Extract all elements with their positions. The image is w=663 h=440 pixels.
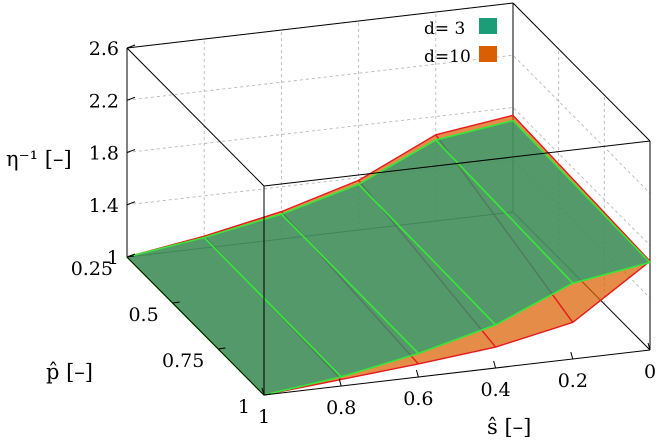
- legend: d= 3 d=10: [424, 18, 497, 67]
- surface-d3-patch: [127, 237, 342, 395]
- z-tick-mark: [126, 44, 136, 49]
- z-tick-mark: [126, 96, 136, 101]
- p-tick-mark: [172, 301, 180, 304]
- axis-box-front: [126, 47, 651, 396]
- p-tick-mark: [218, 347, 226, 350]
- z-axis-label: η⁻¹ [–]: [6, 147, 72, 171]
- legend-swatch-d3: [479, 18, 497, 34]
- p-tick-label: 0.25: [71, 258, 113, 280]
- s-tick-mark: [647, 342, 651, 351]
- surface-d10-mesh-line: [512, 114, 651, 262]
- box-edge-back: [512, 2, 651, 142]
- surface-d3-patch: [204, 214, 419, 377]
- box-edge-front: [263, 349, 651, 396]
- s-tick-mark: [570, 351, 574, 360]
- p-tick-mark: [126, 255, 135, 258]
- s-tick-label: 1: [258, 406, 270, 428]
- s-tick-label: 0.4: [480, 379, 510, 401]
- surface-d3-mesh-line: [203, 236, 342, 378]
- surface-d3-patch: [281, 184, 496, 354]
- surface-d10-boundary: [126, 114, 514, 258]
- legend-swatch-d10: [479, 46, 497, 62]
- surface-d3: [126, 119, 651, 396]
- surface-d3-patch: [435, 120, 650, 284]
- z-tick-mark: [126, 201, 136, 206]
- surface-d3-mesh-line: [358, 183, 497, 326]
- z-tick-label: 2.6: [89, 38, 119, 60]
- s-tick-label: 0.2: [558, 370, 588, 392]
- s-tick-label: 0: [644, 361, 656, 383]
- z-tick-label: 2.2: [89, 90, 119, 112]
- surface-d3-mesh-line: [280, 213, 419, 355]
- p-tick-label: 1: [238, 396, 250, 418]
- z-axis-ticks: 1 1.4 1.8 2.2 2.6: [89, 38, 136, 269]
- z-tick-label: 1: [107, 247, 119, 269]
- surface-d3-boundary: [126, 119, 514, 258]
- surface-d3-patch: [358, 140, 573, 325]
- s-tick-mark: [261, 387, 265, 396]
- legend-entry-d3: d= 3: [424, 19, 465, 39]
- z-tick-label: 1.8: [89, 143, 119, 165]
- box-edge-front: [126, 47, 265, 187]
- p-tick-label: 0.75: [162, 350, 204, 372]
- z-tick-mark: [126, 149, 136, 153]
- surface-layer: [126, 114, 651, 396]
- p-axis-ticks: 0.25 0.5 0.75 1: [71, 255, 272, 418]
- surface-d3-mesh-line: [512, 120, 651, 264]
- s-axis-label: ŝ [–]: [487, 415, 531, 439]
- box-edge-back: [126, 2, 514, 49]
- box-edge-front: [263, 140, 651, 187]
- surface-d3-boundary: [263, 261, 651, 396]
- s-tick-mark: [338, 378, 342, 387]
- s-tick-label: 0.8: [326, 397, 356, 419]
- box-edge-front: [126, 256, 265, 396]
- p-tick-mark: [263, 393, 272, 396]
- s-tick-mark: [493, 360, 497, 369]
- legend-entry-d10: d=10: [424, 47, 471, 67]
- p-axis-label: p̂ [–]: [46, 360, 93, 384]
- p-tick-label: 0.5: [128, 304, 158, 326]
- s-tick-mark: [415, 369, 419, 378]
- s-tick-label: 0.6: [403, 388, 433, 410]
- surface-d3-mesh-line: [435, 139, 574, 284]
- z-tick-label: 1.4: [89, 195, 119, 217]
- surface-d10-boundary: [263, 260, 651, 396]
- s-axis-ticks: 1 0.8 0.6 0.4 0.2 0: [258, 342, 656, 428]
- z-gridline: [126, 2, 651, 142]
